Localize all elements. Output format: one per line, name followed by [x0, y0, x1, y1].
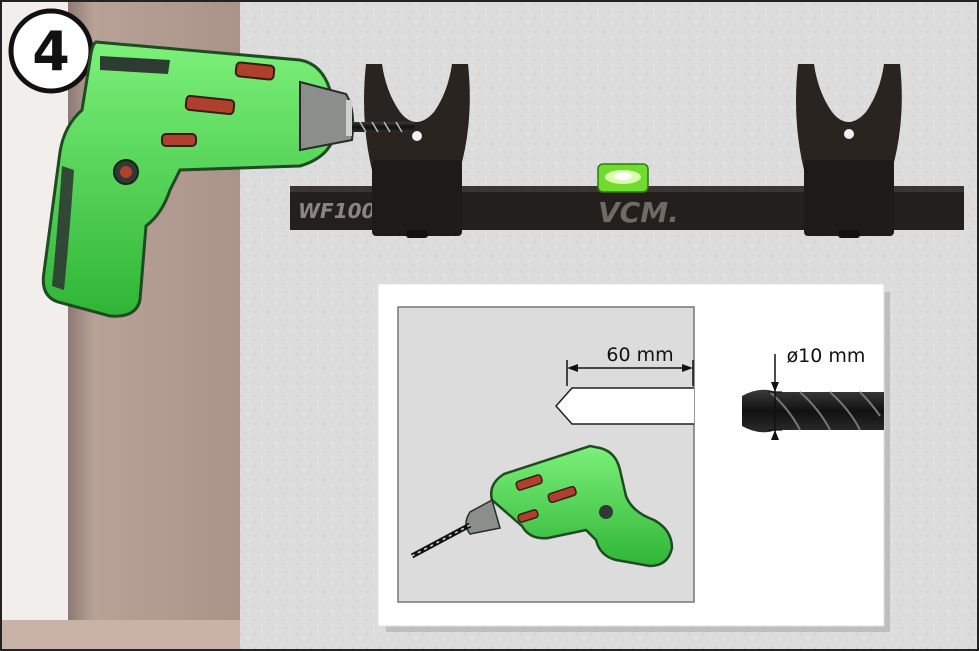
bit-diameter-label: ø10 mm [787, 345, 866, 367]
step-badge: 4 [11, 11, 91, 91]
detail-panel: 60 mm ø10 mm [378, 284, 890, 632]
bubble-level-icon [598, 164, 648, 192]
drill-depth-label: 60 mm [606, 344, 673, 366]
step-number: 4 [32, 20, 70, 83]
screw-hole [844, 129, 854, 139]
rail-model-label: WF100 [298, 199, 376, 223]
rail-brand-label: VCM. [598, 196, 679, 229]
left-wall-strip [0, 0, 68, 651]
floor-skirting [0, 620, 240, 651]
screw-hole [412, 131, 422, 141]
hole-profile [556, 388, 694, 424]
drill-bit-icon [742, 390, 884, 433]
